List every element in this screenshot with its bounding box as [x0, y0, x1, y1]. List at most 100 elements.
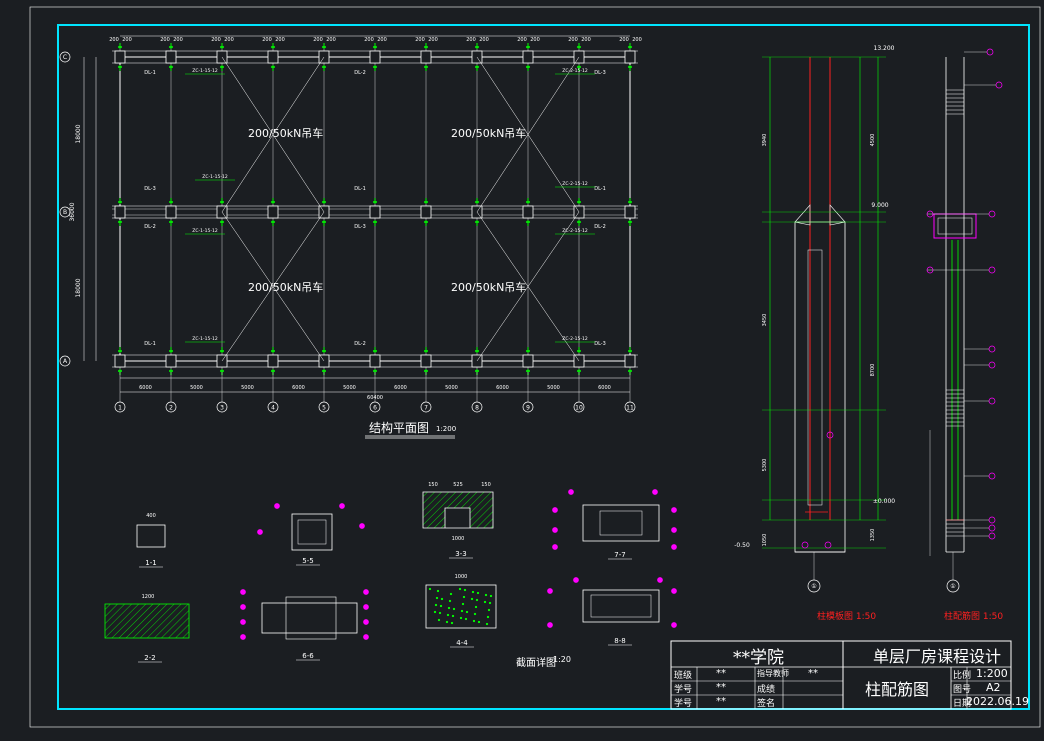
span-dim: 18000	[75, 124, 82, 143]
beam-label: DL-1	[144, 341, 156, 347]
rebar-callout	[995, 81, 1003, 89]
bay-dim: 5000	[547, 385, 560, 391]
top-dim: 200	[211, 37, 221, 43]
aggregate-dot	[428, 587, 432, 591]
rebar-marker	[240, 619, 246, 625]
aggregate-dot	[471, 590, 475, 594]
scale-value: 1:200	[976, 667, 1008, 680]
column-section	[522, 50, 534, 64]
top-dim: 200	[160, 37, 170, 43]
row-axis-letter: A	[63, 358, 68, 365]
column-axis-number: 3	[220, 405, 224, 412]
rebar-marker	[573, 577, 579, 583]
row-axis-bubble	[59, 355, 71, 367]
dim-label: 1200	[142, 594, 155, 600]
aggregate-dot	[485, 622, 489, 626]
aggregate-dot	[477, 620, 481, 624]
column-section	[114, 50, 126, 64]
rebar-marker	[671, 507, 677, 513]
column-section	[522, 205, 534, 219]
aggregate-dot	[459, 616, 463, 620]
elev-dim: 3940	[762, 134, 768, 147]
rebar-callout	[988, 345, 996, 353]
elev-dim: 4500	[870, 134, 876, 147]
inner-frame	[57, 24, 1030, 710]
corbel	[794, 204, 811, 226]
tb-mid-label: 指导教师	[757, 669, 789, 678]
beam-label: DL-1	[144, 70, 156, 76]
stirrup	[297, 519, 327, 545]
aggregate-dot	[465, 610, 469, 614]
total-width-dim: 36000	[69, 202, 76, 221]
column-axis-number: 11	[626, 405, 634, 412]
column-section	[114, 205, 126, 219]
rebar-marker	[359, 523, 365, 529]
corbel-rebar	[933, 213, 977, 239]
rebar-marker	[274, 503, 280, 509]
section-7-7-inner	[599, 510, 643, 536]
section-1-1-outline	[136, 524, 166, 548]
rebar-callout	[988, 210, 996, 218]
title-block	[670, 640, 1012, 710]
tb-mid-label: 成绩	[757, 685, 776, 695]
aggregate-dot	[434, 603, 438, 607]
bay-dim: 6000	[139, 385, 152, 391]
aggregate-dot	[437, 618, 441, 622]
tb-row-value: **	[716, 682, 726, 693]
section-3-3-outline	[422, 491, 494, 529]
rebar-marker	[552, 544, 558, 550]
date-value: 2022.06.19	[966, 695, 1029, 708]
tb-row-value: **	[716, 696, 726, 707]
aggregate-dot	[450, 621, 454, 625]
rebar-marker	[568, 489, 574, 495]
aggregate-dot	[452, 607, 456, 611]
aggregate-dot	[458, 587, 462, 591]
column-section	[369, 50, 381, 64]
beam-label: DL-2	[144, 224, 156, 230]
column-axis-number: 4	[271, 405, 275, 412]
rebar-marker	[240, 634, 246, 640]
section-6-6-outline	[261, 602, 358, 634]
aggregate-dot	[447, 606, 451, 610]
bay-dim: 6000	[598, 385, 611, 391]
crane-label-1: 200/50kN吊车	[248, 127, 324, 140]
dim-label: 150	[428, 482, 438, 488]
rebar-marker	[671, 622, 677, 628]
rebar-marker	[652, 489, 658, 495]
purlin-label: ZC-1-15-12	[192, 68, 218, 74]
rebar-marker	[552, 507, 558, 513]
purlin-label: ZC-1-15-12	[202, 174, 228, 180]
date-label: 日期	[953, 699, 972, 709]
aggregate-dot	[433, 610, 437, 614]
column-lower	[794, 221, 846, 553]
column-elevations: ①394034505300105045008700135013.2009.000…	[734, 45, 1003, 593]
aggregate-dot	[435, 596, 439, 600]
column-axis-number: 2	[169, 405, 173, 412]
section-8-8-outline	[582, 589, 660, 623]
column-section	[267, 50, 279, 64]
rebar-marker	[547, 588, 553, 594]
course-title: 单层厂房课程设计	[873, 647, 1002, 666]
top-dim: 200	[466, 37, 476, 43]
elev-dim: 1350	[870, 529, 876, 542]
column-section	[165, 205, 177, 219]
aggregate-dot	[462, 595, 466, 599]
rebar-callout	[826, 431, 834, 439]
column-axis-number: 5	[322, 405, 326, 412]
drawing-name: 柱配筋图	[865, 680, 930, 699]
top-dim: 200	[173, 37, 183, 43]
rebar-callout	[988, 397, 996, 405]
column-section	[165, 50, 177, 64]
aggregate-dot	[436, 589, 440, 593]
sheet-label: 图号	[953, 685, 972, 695]
top-dim: 200	[364, 37, 374, 43]
rebar-callout	[988, 472, 996, 480]
top-dim: 200	[377, 37, 387, 43]
top-dim: 200	[262, 37, 272, 43]
tb-row-label: 学号	[674, 685, 693, 695]
aggregate-dot	[464, 617, 468, 621]
section-label: 4-4	[456, 639, 468, 647]
